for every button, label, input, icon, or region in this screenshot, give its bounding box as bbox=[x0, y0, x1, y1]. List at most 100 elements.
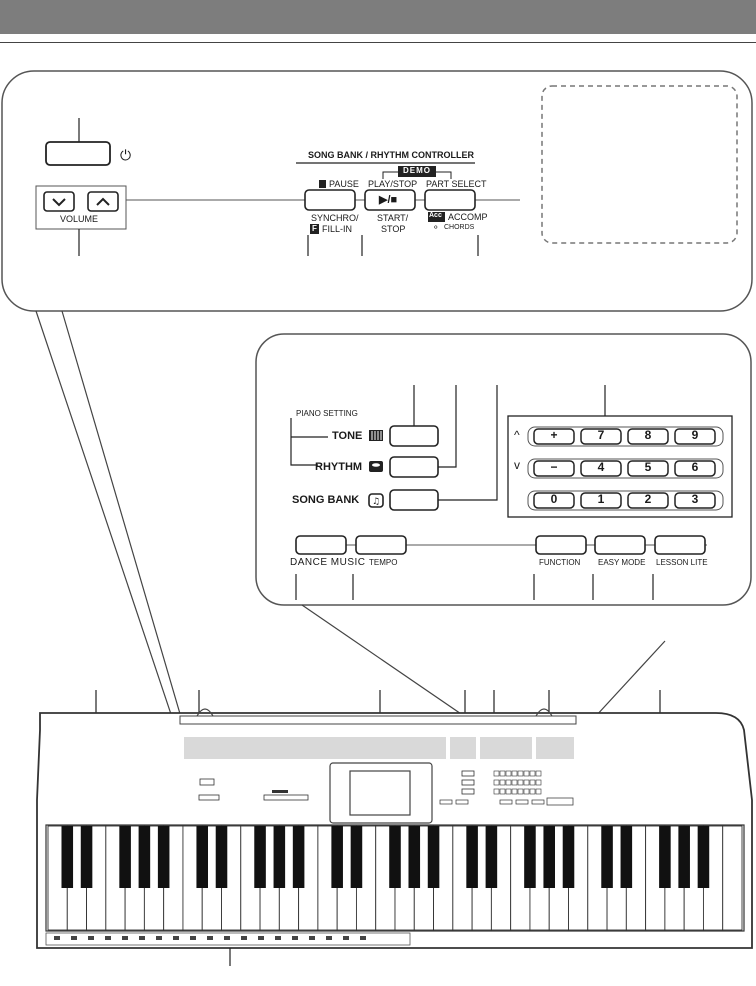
accomp-label: ACCOMP bbox=[448, 212, 488, 222]
mini-keypad-key bbox=[517, 770, 524, 777]
mini-keypad-key bbox=[523, 779, 530, 786]
keypad-key-label: 6 bbox=[691, 460, 699, 474]
keypad-prefix-up: ^ bbox=[514, 428, 520, 442]
mini-tempo-button bbox=[455, 799, 469, 805]
strip-mark bbox=[88, 936, 94, 940]
easy-mode-button[interactable] bbox=[594, 535, 646, 555]
black-key bbox=[408, 826, 421, 888]
black-key bbox=[389, 826, 401, 888]
black-key bbox=[61, 826, 74, 888]
keypad-key[interactable] bbox=[674, 492, 716, 509]
piano-setting-label: PIANO SETTING bbox=[296, 409, 358, 418]
song-bank-icon bbox=[368, 493, 384, 508]
demo-label: DEMO bbox=[403, 166, 431, 175]
mini-demo-badge bbox=[272, 790, 288, 793]
mini-keypad-key bbox=[517, 779, 524, 786]
mini-keypad-key bbox=[511, 770, 518, 777]
chords-label: CHORDS bbox=[444, 224, 475, 231]
mini-keypad-key bbox=[511, 788, 518, 795]
piano-keys-icon bbox=[369, 430, 383, 441]
keypad-row-bg bbox=[527, 490, 724, 511]
mini-rhythm-button bbox=[461, 779, 475, 786]
black-key bbox=[215, 826, 228, 888]
black-key bbox=[119, 826, 131, 888]
function-button[interactable] bbox=[535, 535, 587, 555]
header-rule bbox=[0, 42, 756, 43]
mini-keypad-key bbox=[499, 770, 506, 777]
keypad-key[interactable] bbox=[580, 428, 622, 445]
stand-hook-right bbox=[535, 708, 553, 717]
fill-in-label: FILL-IN bbox=[322, 224, 353, 234]
keypad-key[interactable] bbox=[627, 428, 669, 445]
black-key bbox=[273, 826, 286, 888]
chords-icon: ⚬ bbox=[432, 222, 440, 232]
keypad-key[interactable] bbox=[627, 460, 669, 477]
strip-mark bbox=[139, 936, 145, 940]
lesson-lite-button[interactable] bbox=[654, 535, 706, 555]
strip-mark bbox=[224, 936, 230, 940]
keypad-key[interactable] bbox=[533, 460, 575, 477]
keypad-key[interactable] bbox=[580, 492, 622, 509]
keypad-prefix-down: v bbox=[514, 458, 520, 472]
mini-keypad-key bbox=[523, 770, 530, 777]
mini-keypad-key bbox=[523, 788, 530, 795]
black-key bbox=[331, 826, 343, 888]
strip-mark bbox=[190, 936, 196, 940]
strip-mark bbox=[241, 936, 247, 940]
keypad-key-label: 2 bbox=[644, 492, 652, 506]
black-key bbox=[427, 826, 440, 888]
mini-keypad-key bbox=[499, 779, 506, 786]
synchro-fill-in-button[interactable] bbox=[304, 189, 356, 211]
black-key bbox=[254, 826, 266, 888]
keypad-key[interactable] bbox=[627, 492, 669, 509]
leader-song-bank bbox=[438, 385, 498, 501]
mini-function-button bbox=[499, 799, 513, 805]
dance-music-button[interactable] bbox=[295, 535, 347, 555]
demo-badge bbox=[398, 166, 436, 177]
keypad-key-label: 8 bbox=[644, 428, 652, 442]
volume-group bbox=[35, 185, 127, 230]
volume-down-button[interactable] bbox=[43, 191, 75, 212]
rhythm-list-panel bbox=[450, 737, 476, 759]
keypad-key-label: + bbox=[550, 428, 558, 442]
keypad-key[interactable] bbox=[674, 428, 716, 445]
white-key bbox=[722, 825, 743, 931]
black-key bbox=[601, 826, 613, 888]
chevron-down-icon bbox=[52, 198, 66, 207]
mini-easy-mode-button bbox=[515, 799, 529, 805]
keypad-key-label: − bbox=[550, 460, 558, 474]
easy-mode-label: EASY MODE bbox=[598, 558, 646, 567]
song-bank-button[interactable] bbox=[389, 489, 439, 511]
keypad-key[interactable] bbox=[533, 428, 575, 445]
lcd-screen bbox=[349, 770, 411, 816]
stand-hook-left bbox=[196, 708, 214, 717]
start-stop-line2: STOP bbox=[381, 224, 406, 234]
accomp-button[interactable] bbox=[424, 189, 476, 211]
mini-logo bbox=[546, 797, 574, 806]
callout-line-a bbox=[35, 310, 189, 766]
tempo-label: TEMPO bbox=[369, 558, 398, 567]
black-key bbox=[138, 826, 151, 888]
acc-badge: Acc bbox=[429, 212, 442, 219]
keypad-key[interactable] bbox=[533, 492, 575, 509]
tone-label: TONE bbox=[332, 430, 363, 442]
power-button[interactable] bbox=[45, 141, 111, 166]
tempo-button[interactable] bbox=[355, 535, 407, 555]
strip-mark bbox=[71, 936, 77, 940]
keypad-key[interactable] bbox=[580, 460, 622, 477]
keypad-key[interactable] bbox=[674, 460, 716, 477]
mini-song-bank-button bbox=[461, 788, 475, 795]
strip-marks bbox=[54, 936, 366, 940]
strip-mark bbox=[292, 936, 298, 940]
mini-keypad-key bbox=[505, 770, 512, 777]
keypad-key-label: 1 bbox=[597, 492, 605, 506]
tone-button[interactable] bbox=[389, 425, 439, 447]
black-key bbox=[292, 826, 305, 888]
rhythm-button[interactable] bbox=[389, 456, 439, 478]
volume-up-button[interactable] bbox=[87, 191, 119, 212]
mini-lesson-lite-button bbox=[531, 799, 545, 805]
pause-icon bbox=[319, 180, 326, 188]
keypad-key-label: 3 bbox=[691, 492, 699, 506]
start-stop-button[interactable] bbox=[364, 189, 416, 211]
